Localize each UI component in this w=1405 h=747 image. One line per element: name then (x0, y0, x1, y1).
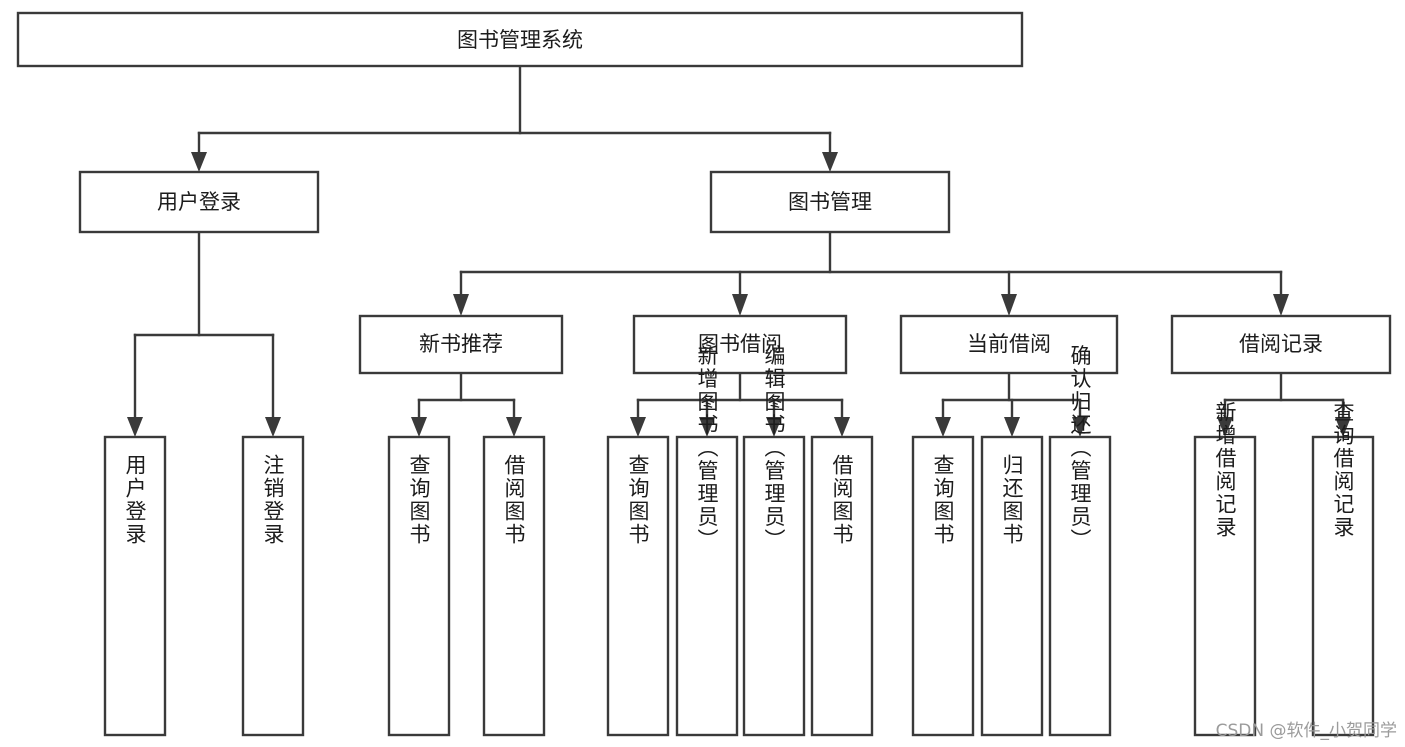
leaf-box[interactable] (1311, 435, 1375, 737)
arrow-head-icon (411, 417, 427, 437)
node-current-borrow-box[interactable] (899, 314, 1119, 375)
arrow-head-icon (1217, 417, 1233, 437)
leaf-box[interactable] (810, 435, 874, 737)
arrow-head-icon (935, 417, 951, 437)
node-user-login-box[interactable] (78, 170, 320, 234)
node-current-borrow-label: 当前借阅 (967, 332, 1051, 356)
leaf-box[interactable] (482, 435, 546, 737)
arrow-head-icon (1335, 417, 1351, 437)
leaf-box[interactable] (911, 435, 975, 737)
leaf-label: 新增图书（管理员） (695, 345, 719, 552)
leaf-label: 编辑图书（管理员） (762, 345, 786, 552)
leaf-label: 归还图书 (1000, 454, 1024, 546)
node-book-manage-box[interactable] (709, 170, 951, 234)
arrow-head-icon (834, 417, 850, 437)
leaf-box[interactable] (103, 435, 167, 737)
node-leaf[interactable]: 注销登录 (241, 435, 305, 737)
node-book-borrow[interactable]: 图书借阅 (632, 314, 848, 375)
node-new-book-recommend[interactable]: 新书推荐 (358, 314, 564, 375)
leaf-box[interactable] (387, 435, 451, 737)
node-root-box[interactable] (16, 11, 1024, 68)
node-leaf[interactable]: 查询借阅记录 (1311, 401, 1375, 737)
leaf-box[interactable] (606, 435, 670, 737)
leaf-label: 新增借阅记录 (1213, 401, 1237, 539)
leaf-label: 用户登录 (123, 454, 147, 546)
arrow-head-icon (822, 152, 838, 172)
node-leaf[interactable]: 编辑图书（管理员） (742, 345, 806, 737)
node-borrow-record[interactable]: 借阅记录 (1170, 314, 1392, 375)
arrow-head-icon (191, 152, 207, 172)
arrow-head-icon (1004, 417, 1020, 437)
node-borrow-record-label: 借阅记录 (1239, 332, 1323, 356)
node-root-label: 图书管理系统 (457, 28, 583, 52)
node-leaf[interactable]: 新增借阅记录 (1193, 401, 1257, 737)
arrow-head-icon (1072, 417, 1088, 437)
arrow-head-icon (1273, 294, 1289, 316)
node-book-manage[interactable]: 图书管理 (709, 170, 951, 234)
node-book-borrow-box[interactable] (632, 314, 848, 375)
node-leaf[interactable]: 确认归还（管理员） (1048, 345, 1112, 737)
arrow-head-icon (1001, 294, 1017, 316)
arrow-head-icon (766, 417, 782, 437)
arrow-head-icon (732, 294, 748, 316)
arrow-head-icon (127, 417, 143, 437)
arrow-head-icon (453, 294, 469, 316)
node-current-borrow[interactable]: 当前借阅 (899, 314, 1119, 375)
node-root[interactable]: 图书管理系统 (16, 11, 1024, 68)
node-book-manage-label: 图书管理 (788, 190, 872, 214)
arrow-head-icon (506, 417, 522, 437)
leaf-label: 查询图书 (407, 454, 431, 546)
arrow-head-icon (699, 417, 715, 437)
node-leaf[interactable]: 查询图书 (606, 435, 670, 737)
node-user-login-label: 用户登录 (157, 190, 241, 214)
leaf-label: 查询借阅记录 (1331, 401, 1355, 539)
leaf-label: 确认归还（管理员） (1068, 345, 1092, 552)
node-borrow-record-box[interactable] (1170, 314, 1392, 375)
leaf-box[interactable] (742, 435, 806, 737)
leaf-label: 查询图书 (626, 454, 650, 546)
node-user-login[interactable]: 用户登录 (78, 170, 320, 234)
leaf-box[interactable] (1193, 435, 1257, 737)
node-leaf[interactable]: 查询图书 (387, 435, 451, 737)
node-leaf[interactable]: 查询图书 (911, 435, 975, 737)
node-new-book-recommend-label: 新书推荐 (419, 332, 503, 356)
leaf-box[interactable] (241, 435, 305, 737)
leaf-box[interactable] (675, 435, 739, 737)
node-leaf[interactable]: 借阅图书 (810, 435, 874, 737)
leaf-label: 注销登录 (261, 454, 285, 546)
arrow-head-icon (630, 417, 646, 437)
leaf-box[interactable] (980, 435, 1044, 737)
leaf-box[interactable] (1048, 435, 1112, 737)
node-leaf[interactable]: 用户登录 (103, 435, 167, 737)
node-leaf[interactable]: 归还图书 (980, 435, 1044, 737)
leaf-label: 查询图书 (931, 454, 955, 546)
connector-layer (127, 64, 1351, 437)
node-new-book-recommend-box[interactable] (358, 314, 564, 375)
node-book-borrow-label: 图书借阅 (698, 332, 782, 356)
leaf-label: 借阅图书 (830, 454, 854, 546)
leaf-label: 借阅图书 (502, 454, 526, 546)
node-leaf[interactable]: 新增图书（管理员） (675, 345, 739, 737)
arrow-head-icon (265, 417, 281, 437)
node-leaf[interactable]: 借阅图书 (482, 435, 546, 737)
